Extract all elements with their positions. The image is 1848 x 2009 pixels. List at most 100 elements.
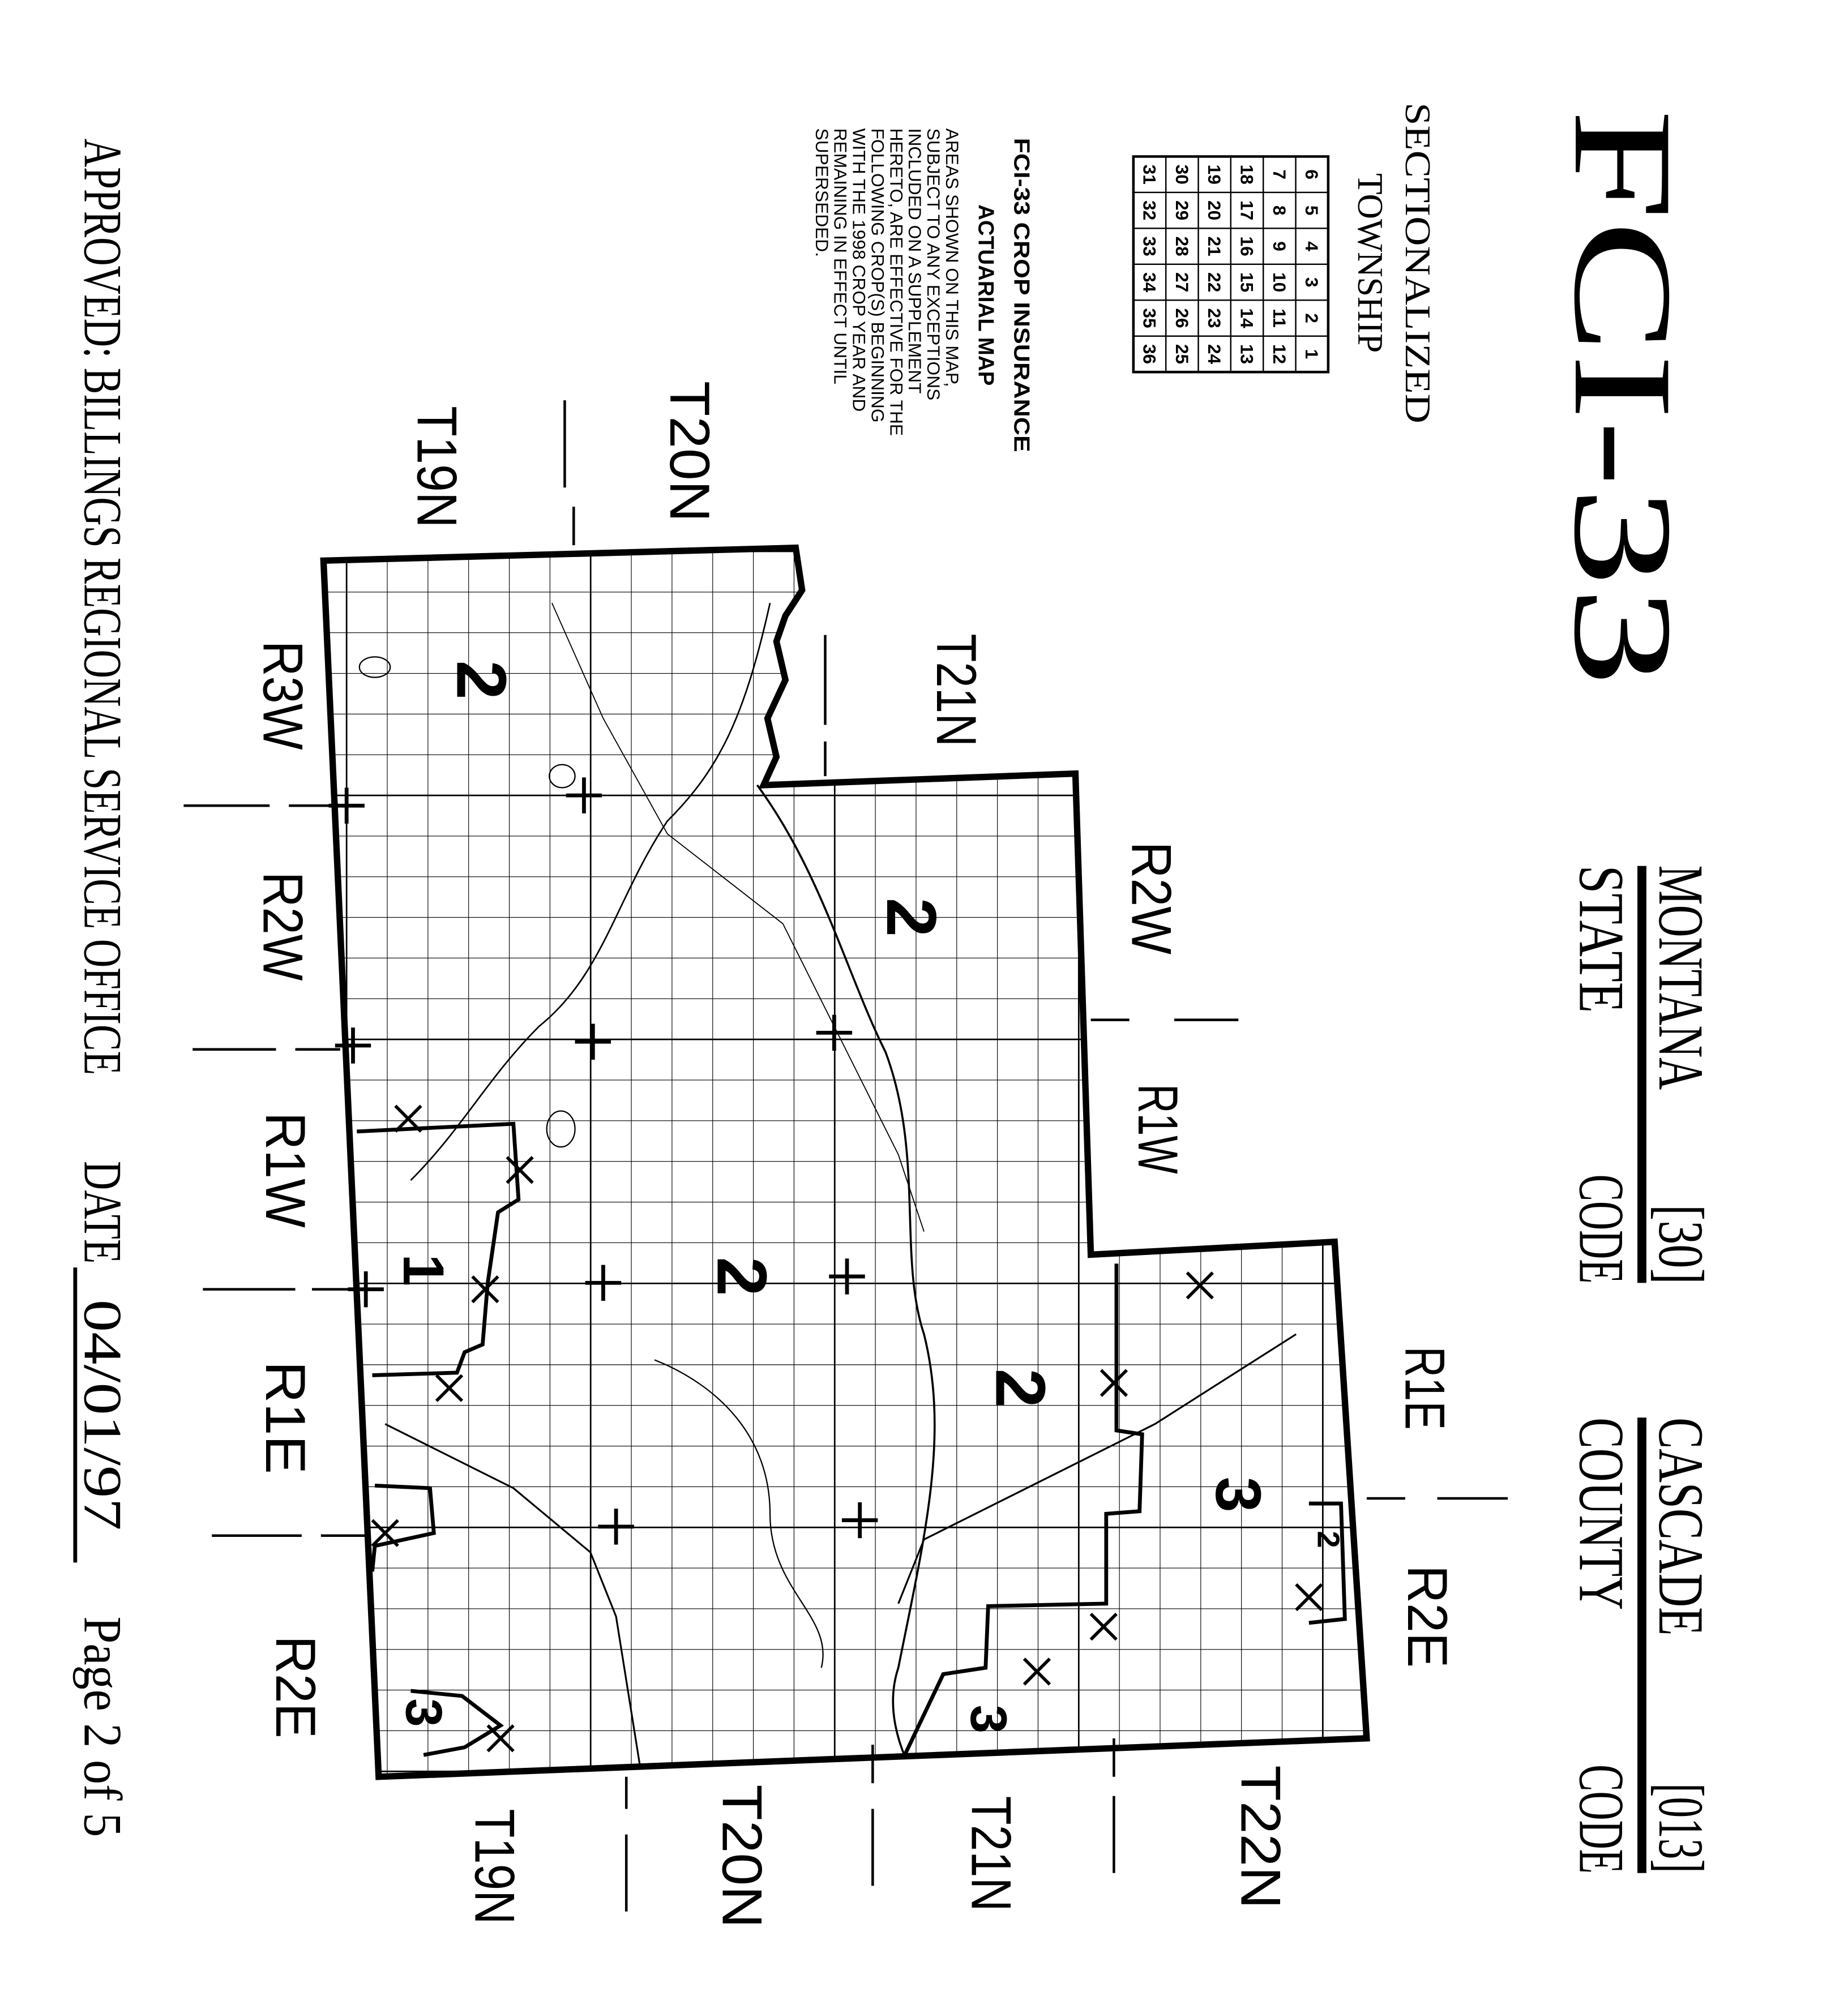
- range-label: R1W: [254, 1112, 316, 1228]
- range-label: R1W: [1126, 1084, 1189, 1174]
- section-number: 5: [1302, 205, 1322, 216]
- section-number: 29: [1172, 200, 1192, 220]
- section-number: 2: [1302, 313, 1322, 323]
- township-corner-plus-icon: [841, 1502, 878, 1539]
- highway: [897, 1333, 1297, 1604]
- section-number: 14: [1237, 308, 1257, 328]
- zone-corner-x-icon: [435, 1374, 464, 1402]
- county-underline: [1637, 1417, 1646, 1873]
- township-corner-plus-icon: [566, 777, 602, 813]
- township-legend-title-2: TOWNSHIP: [1350, 173, 1391, 353]
- township-corner-plus-icon: [585, 1265, 622, 1301]
- date-label: DATE: [73, 1161, 133, 1263]
- state-code: [30]: [1645, 1205, 1717, 1284]
- range-label: R2W: [1120, 842, 1183, 954]
- section-number: 22: [1204, 272, 1225, 292]
- lake: [546, 1110, 576, 1148]
- section-number: 9: [1269, 241, 1290, 251]
- section-number: 11: [1269, 309, 1290, 328]
- map-id-title: FCI-33: [1545, 109, 1701, 687]
- township-legend-title-1: SECTIONALIZED: [1398, 102, 1438, 423]
- section-number: 7: [1269, 169, 1290, 179]
- section-number: 33: [1140, 236, 1160, 256]
- section-number: 10: [1269, 272, 1290, 292]
- notice-line: SUPERSEDED.: [812, 128, 832, 257]
- section-number: 27: [1172, 272, 1192, 292]
- county-label: COUNTY: [1566, 1417, 1637, 1610]
- township-corner-plus-icon: [816, 1014, 853, 1051]
- rating-zone-number: 3: [395, 1698, 452, 1727]
- zone-corner-x-icon: [486, 1724, 515, 1753]
- page-number: Page 2 of 5: [73, 1617, 133, 1837]
- rating-zone-number: 3: [960, 1705, 1017, 1733]
- zone-boundaries: [357, 1121, 1347, 1757]
- rating-zone-number: 1: [391, 1254, 456, 1286]
- township-label: T20N: [658, 381, 721, 522]
- township-corner-plus-icon: [575, 1023, 611, 1060]
- notice-line: INCLUDED ON A SUPPLEMENT: [905, 128, 925, 394]
- state-code-label: CODE: [1566, 1175, 1637, 1284]
- corner-marks: [328, 777, 1323, 1753]
- township-corner-plus-icon: [348, 1271, 384, 1308]
- notice-line: SUBJECT TO ANY EXCEPTIONS: [923, 128, 944, 401]
- section-number: 24: [1204, 344, 1225, 365]
- township-labels: T20N T19N T21N T22N T21N T20N T19N: [405, 381, 1291, 1928]
- range-label: R2E: [1396, 1565, 1458, 1668]
- zone-corner-x-icon: [1023, 1657, 1051, 1686]
- section-number: 13: [1237, 344, 1257, 364]
- section-number: 21: [1204, 236, 1225, 256]
- road: [551, 602, 925, 1232]
- zone-corner-x-icon: [394, 1104, 422, 1133]
- highway: [384, 1423, 643, 1777]
- township-label: T21N: [925, 634, 987, 747]
- rating-zone-number: 2: [703, 1257, 781, 1296]
- state-label: STATE: [1566, 866, 1637, 1013]
- township-section-grid: 6543217891011121817161514131920212223243…: [1132, 155, 1330, 374]
- section-number: 28: [1172, 236, 1192, 256]
- date-value: 04/01/97: [73, 1300, 133, 1531]
- township-label: T21N: [959, 1796, 1022, 1912]
- zone-corner-x-icon: [371, 1519, 399, 1547]
- river: [654, 1359, 824, 1668]
- range-labels: R3W R2W R1W R1E R2E R2W R1W R1E R2E: [251, 641, 1458, 1738]
- notice-subtitle: ACTUARIAL MAP: [973, 204, 998, 385]
- zone-corner-x-icon: [1100, 1369, 1128, 1397]
- section-number: 15: [1237, 272, 1257, 292]
- section-number: 32: [1140, 200, 1160, 220]
- township-corner-plus-icon: [829, 1258, 865, 1295]
- approval-footer: APPROVED: BILLINGS REGIONAL SERVICE OFFI…: [73, 139, 133, 1837]
- notice-line: FOLLOWING CROP(S) BEGINNING: [867, 128, 888, 423]
- section-number: 12: [1269, 344, 1290, 364]
- map-features: [358, 602, 1297, 1777]
- notice-block: FCI-33 CROP INSURANCE ACTUARIAL MAP AREA…: [812, 128, 1034, 452]
- section-number: 25: [1172, 344, 1192, 364]
- zone-corner-x-icon: [471, 1275, 499, 1304]
- section-number: 17: [1237, 200, 1257, 220]
- township-label: T22N: [1229, 1765, 1291, 1909]
- township-label: T19N: [405, 406, 468, 528]
- township-corner-plus-icon: [328, 787, 365, 824]
- rating-zone-number: 3: [1203, 1477, 1274, 1513]
- township-label: T20N: [711, 1784, 773, 1928]
- notice-line: AREAS SHOWN ON THIS MAP,: [942, 128, 962, 387]
- notice-line: REMAINING IN EFFECT UNTIL: [831, 128, 851, 384]
- zone-corner-x-icon: [1089, 1612, 1118, 1641]
- section-number: 34: [1140, 272, 1160, 293]
- section-number: 6: [1302, 169, 1322, 179]
- township-corner-plus-icon: [598, 1509, 634, 1545]
- section-number: 35: [1140, 308, 1160, 328]
- zone-corner-x-icon: [506, 1156, 534, 1184]
- section-number: 31: [1140, 165, 1160, 185]
- range-label: R3W: [251, 641, 314, 750]
- county-boundary: [320, 544, 1370, 1780]
- lake: [358, 656, 391, 678]
- rating-zone-number: 2: [981, 1368, 1059, 1407]
- section-number: 23: [1204, 308, 1225, 328]
- county-name: CASCADE: [1645, 1417, 1717, 1635]
- range-label: R1E: [254, 1361, 316, 1474]
- section-number: 3: [1302, 277, 1322, 288]
